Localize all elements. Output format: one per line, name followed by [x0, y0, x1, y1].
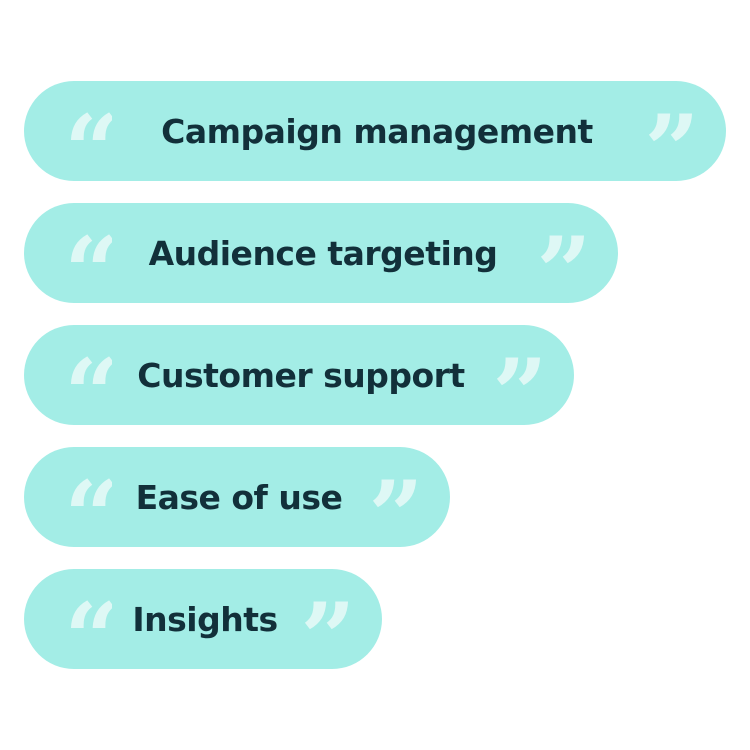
topic-label: Ease of use: [135, 477, 343, 517]
topic-pill-campaign-management: “ Campaign management ”: [24, 81, 726, 181]
topic-label: Campaign management: [161, 111, 593, 151]
topic-pill-customer-support: “ Customer support ”: [24, 325, 574, 425]
close-quote-icon: ”: [300, 587, 348, 652]
topic-label: Audience targeting: [148, 233, 498, 273]
topic-pill-ease-of-use: “ Ease of use ”: [24, 447, 450, 547]
close-quote-icon: ”: [536, 221, 584, 286]
topic-pill-insights: “ Insights ”: [24, 569, 382, 669]
close-quote-icon: ”: [368, 465, 416, 530]
open-quote-icon: “: [64, 587, 112, 652]
open-quote-icon: “: [64, 221, 112, 286]
topic-pill-audience-targeting: “ Audience targeting ”: [24, 203, 618, 303]
open-quote-icon: “: [64, 99, 112, 164]
topic-label: Insights: [132, 599, 278, 639]
close-quote-icon: ”: [492, 343, 540, 408]
topic-label: Customer support: [137, 355, 465, 395]
close-quote-icon: ”: [644, 99, 692, 164]
open-quote-icon: “: [64, 465, 112, 530]
open-quote-icon: “: [64, 343, 112, 408]
